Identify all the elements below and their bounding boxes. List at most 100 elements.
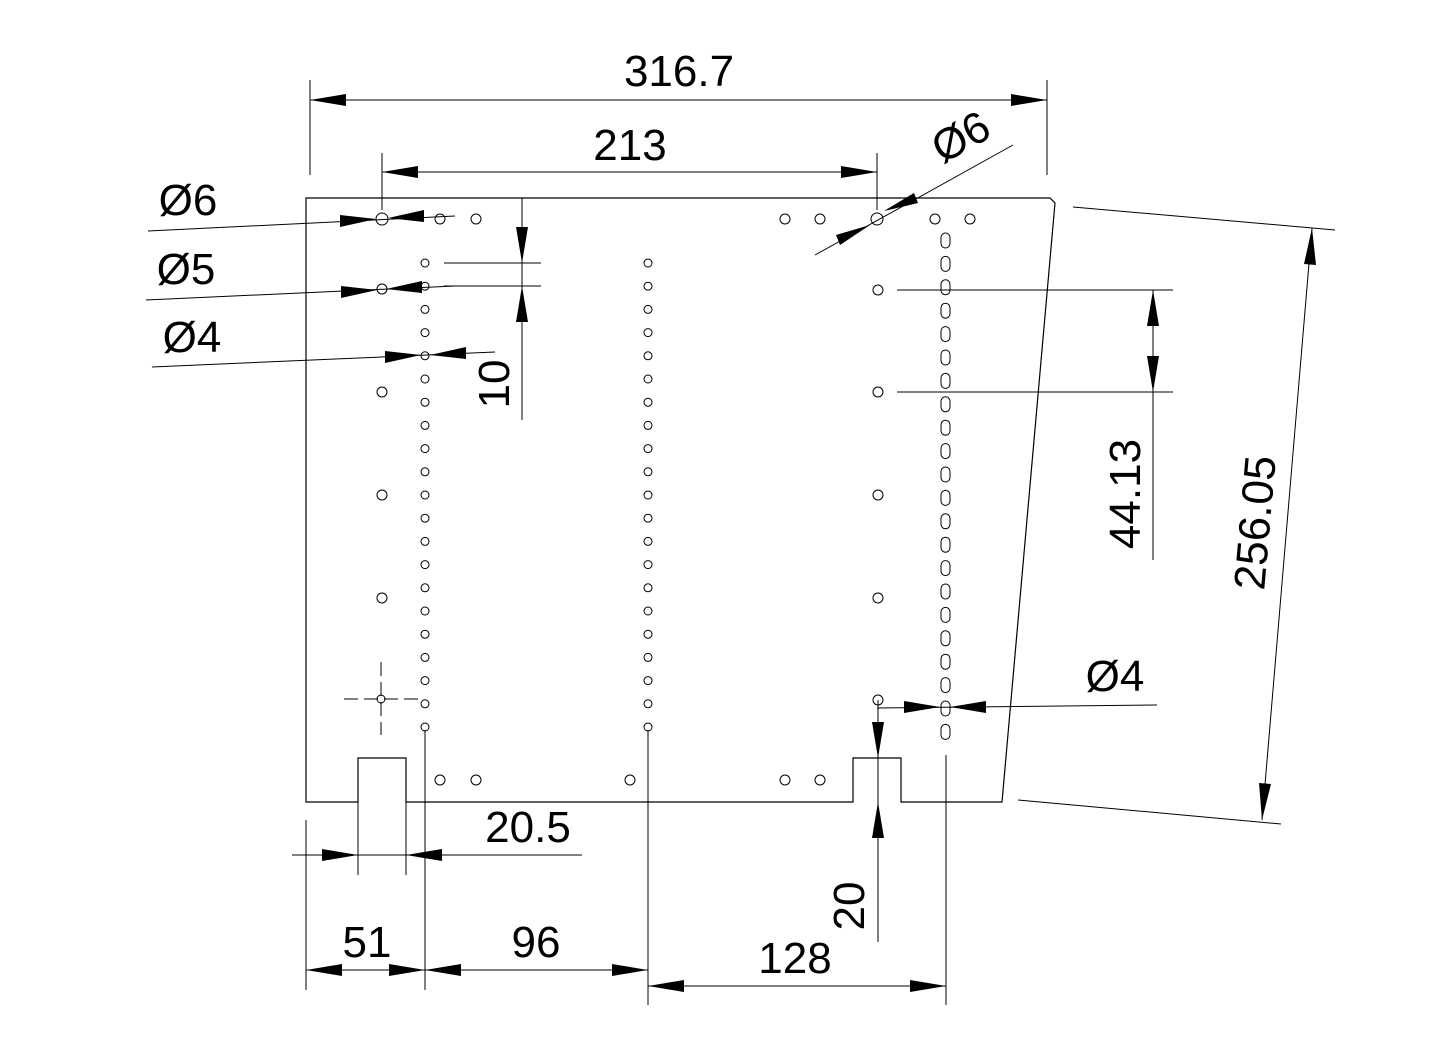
dim-offset-left-label: 51 [343,918,392,967]
slot [940,349,951,366]
slot [940,302,951,319]
dim-overall-height-label: 256.05 [1225,454,1286,592]
dim-left-hole-small: Ø4 [151,313,496,368]
dim-top-hole-span: 213 [381,121,878,210]
dim-top-right-hole: Ø6 [814,102,1014,256]
slot-column [940,232,951,740]
hole-small-center [643,374,653,384]
hole-bottom [434,774,446,786]
slot [940,326,951,343]
slot [940,723,951,740]
hole-left-mount [376,386,388,398]
slot [940,279,951,296]
hole-small-center [643,699,653,709]
hole-small-center [643,258,653,268]
hole-bottom [779,774,791,786]
slot [940,536,951,553]
hole-small-center [643,281,653,291]
hole-small-center [643,304,653,314]
dim-slot-dia-label: Ø4 [1086,652,1145,701]
dim-vertical-spacing-label: 10 [470,360,519,409]
hole-small-center [643,513,653,523]
dim-top-hole-span-label: 213 [593,121,666,170]
hole-top [964,213,976,225]
hole-right-mount [872,489,884,501]
hole-small-left [420,444,430,454]
hole-small-center [643,490,653,500]
hole-small-center [643,606,653,616]
hole-small-left [420,304,430,314]
hole-small-center [643,629,653,639]
dim-left-hole-top: Ø6 [147,176,456,232]
hole-left-mount [376,489,388,501]
slot [940,560,951,577]
slot [940,606,951,623]
hole-small-left [420,722,430,732]
hole-small-center [643,351,653,361]
hole-small-center [643,328,653,338]
hole-small-center [643,420,653,430]
dim-top-right-hole-label: Ø6 [923,102,998,173]
dim-offset-mid-label: 96 [512,918,561,967]
hole-left-mount [376,694,386,704]
slot [940,232,951,249]
slot [940,466,951,483]
hole-right-mount [872,592,884,604]
hole-small-left [420,560,430,570]
hole-bottom [470,774,482,786]
hole-small-left [420,629,430,639]
hole-top [470,213,482,225]
hole-small-left [420,536,430,546]
slot [940,419,951,436]
hole-top [434,213,446,225]
slot [940,372,951,389]
hole-small-center [643,444,653,454]
dim-tab-width-label: 20.5 [485,803,571,852]
hole-small-left [420,374,430,384]
hole-top [929,213,941,225]
plate-outline [305,197,1056,803]
hole-small-left [420,328,430,338]
hole-small-center [643,397,653,407]
slot [940,489,951,506]
hole-small-left [420,490,430,500]
hole-small-left [420,351,430,361]
hole-small-center [643,722,653,732]
hole-top [814,213,826,225]
hole-right-mount [872,386,884,398]
hole-small-center [643,583,653,593]
slot [940,700,951,717]
dim-left-hole-top-label: Ø6 [159,176,218,225]
dim-tab-height-label: 20 [825,882,874,931]
hole-small-center [643,560,653,570]
dim-bottom-chain: 51 96 128 [305,730,947,1005]
dim-slot-dia: Ø4 [876,652,1158,713]
hole-small-left [420,676,430,686]
dim-left-hole-small-label: Ø4 [163,313,222,362]
dim-mount-hole-pitch-label: 44.13 [1101,439,1150,549]
hole-small-left [420,513,430,523]
dim-left-hole-mid-label: Ø5 [157,245,216,294]
dim-tab-width: 20.5 [292,802,582,875]
hole-right-mount [872,284,884,296]
slot [940,443,951,460]
hole-small-center [643,676,653,686]
dim-overall-height: 256.05 [1017,206,1336,825]
dim-tab-height: 20 [825,700,884,942]
slot [940,583,951,600]
dim-vertical-spacing: 10 [444,198,541,420]
hole-small-left [420,652,430,662]
hole-bottom [814,774,826,786]
hole-small-left [420,281,430,291]
hole-small-center [643,652,653,662]
slot [940,513,951,530]
hole-small-left [420,699,430,709]
slot [940,630,951,647]
slot [940,653,951,670]
hole-bottom [624,774,636,786]
hole-small-center [643,467,653,477]
slot [940,677,951,694]
hole-small-center [643,536,653,546]
hole-small-left [420,258,430,268]
